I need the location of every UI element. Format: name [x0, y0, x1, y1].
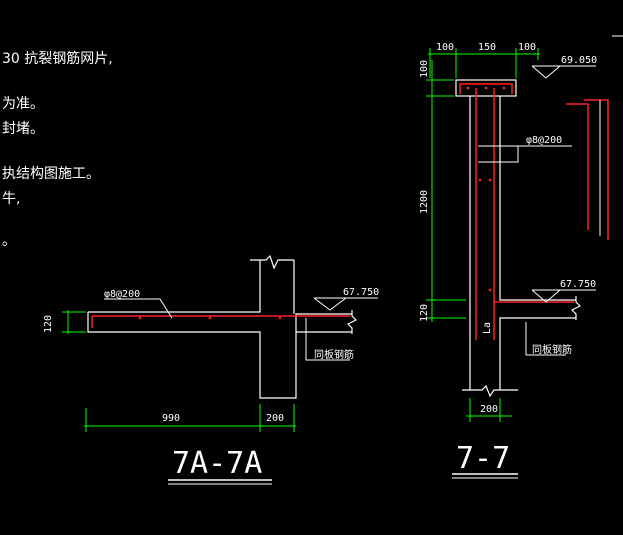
section-7-dim-bottom: 200: [480, 404, 498, 415]
section-7-elevation-mid: 67.750: [560, 279, 596, 290]
general-notes: 30 抗裂钢筋网片, 为准。 封堵。 执结构图施工。 牛, 。: [2, 50, 113, 249]
section-7-elevation-top: 69.050: [561, 55, 597, 66]
note-line-4: 执结构图施工。: [2, 166, 100, 182]
section-7a-elevation: 67.750: [343, 287, 379, 298]
section-7-dim-top-3: 100: [518, 42, 536, 53]
section-7-la-label: La: [482, 322, 493, 334]
note-line-5: 牛,: [2, 191, 20, 207]
section-7-dim-v-mid: 1200: [419, 190, 430, 214]
section-7a-break-top: [250, 254, 294, 270]
section-7-dim-v-bottom: 120: [419, 304, 430, 322]
rebar-dot: [488, 178, 492, 182]
section-7a-outline: [87, 312, 352, 399]
rebar-dot: [208, 316, 212, 320]
rebar-dot: [138, 316, 142, 320]
section-7a-rebar-label: φ8@200: [104, 289, 140, 300]
section-7a-break-right: [346, 310, 358, 334]
section-7-callout-leader: [525, 322, 566, 356]
section-7-elevation-top-symbol: [531, 65, 562, 79]
section-7-break-bottom: [462, 384, 518, 398]
rebar-dot: [484, 86, 488, 90]
section-7-rebar-cap: [459, 83, 513, 94]
section-7-rebar-leader: [478, 145, 519, 163]
section-7a-dim-990: 990: [162, 413, 180, 424]
note-line-6: 。: [2, 233, 16, 249]
section-7a-dim-200: 200: [266, 413, 284, 424]
section-7-wall-right-upper: [499, 96, 576, 301]
note-line-3: 封堵。: [2, 121, 44, 137]
section-7-break-right: [570, 296, 582, 320]
section-7a-rebar-leader: [104, 298, 173, 319]
section-7a-callout: 同板钢筋: [314, 348, 354, 361]
rebar-dot: [502, 86, 506, 90]
section-7-dim-top-1: 100: [436, 42, 454, 53]
section-7-rebar-label: φ8@200: [526, 135, 562, 146]
fragment-rebar-2: [584, 99, 609, 240]
section-7a-elevation-symbol: [313, 297, 348, 311]
cropped-detail-fragment: [566, 35, 623, 240]
section-7-cap: [455, 79, 517, 97]
section-7a-title: 7A-7A: [172, 446, 262, 481]
section-7-dim-v-top: 100: [419, 60, 430, 78]
section-7a-dim-vertical: 120: [43, 315, 54, 333]
fragment-rebar-1: [566, 103, 589, 230]
rebar-dot: [278, 316, 282, 320]
section-7-dim-top-2: 150: [478, 42, 496, 53]
section-7-wall-right-lower: [499, 317, 516, 390]
rebar-dot: [478, 178, 482, 182]
section-7-callout: 同板钢筋: [532, 343, 572, 356]
rebar-dot: [488, 288, 492, 292]
section-7-7: 100 150 100 69.050 φ8@200 La: [419, 42, 597, 479]
section-7a-callout-leader: [305, 318, 350, 361]
note-line-1: 30 抗裂钢筋网片,: [2, 50, 113, 67]
section-7-title: 7-7: [456, 441, 510, 476]
section-7a-top-left: [88, 260, 261, 313]
note-line-2: 为准。: [2, 96, 44, 112]
rebar-dot: [466, 86, 470, 90]
section-7a-7a: φ8@200 67.750 同板钢筋 120 990 200 7A-7A: [43, 254, 379, 485]
